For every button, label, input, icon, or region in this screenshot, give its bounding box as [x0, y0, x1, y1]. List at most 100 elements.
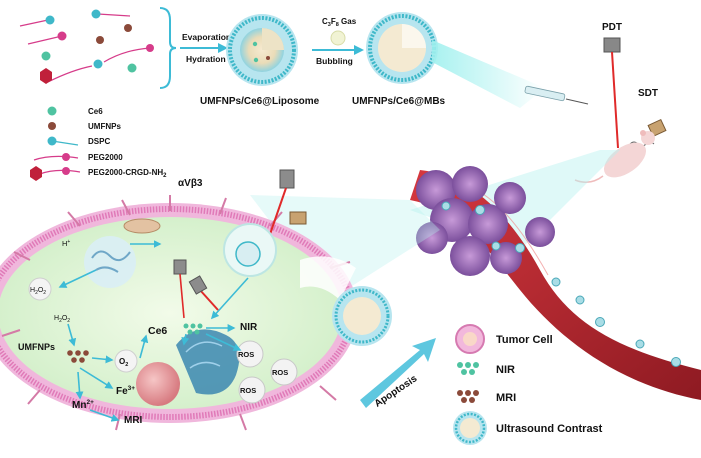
svg-text:H2O2: H2O2 — [54, 315, 70, 324]
mouse-icon — [574, 130, 655, 183]
ros-bubble-3 — [270, 358, 298, 386]
step-evaporation-label: Evaporation — [182, 32, 231, 42]
o2-sub: 2 — [125, 362, 128, 368]
reaction-arrows — [58, 269, 249, 422]
cell-laser-icon-2 — [188, 275, 208, 295]
fe-main: Fe — [116, 386, 128, 397]
legend-swatch-peg-crgd — [30, 166, 42, 181]
svg-text:O2: O2 — [119, 357, 128, 368]
syringe-icon — [524, 85, 589, 105]
key-ultrasound-label: Ultrasound Contrast — [496, 423, 603, 435]
svg-text:H+: H+ — [62, 239, 70, 248]
h2o2-b-o: O — [62, 315, 68, 322]
liposome-label: UMFNPs/Ce6@Liposome — [200, 96, 320, 107]
sdt-label: SDT — [638, 88, 658, 99]
h-plus-sup: + — [67, 239, 70, 245]
ce6-dots — [183, 323, 203, 335]
endoplasmic-reticulum — [176, 329, 240, 395]
nucleus — [136, 362, 180, 406]
lysosome — [84, 236, 136, 288]
legend-swatch-dspc — [47, 136, 57, 146]
group-bracket — [159, 7, 177, 89]
cell-umfnps-label: UMFNPs — [18, 342, 55, 352]
injection-beam — [432, 40, 545, 108]
key-tumor-cell — [455, 324, 485, 354]
liposome-particle — [226, 14, 298, 86]
gas-sub-8: 8 — [336, 22, 339, 28]
h2o2-a-s2: 2 — [43, 290, 46, 296]
integrin-label: αVβ3 — [178, 178, 203, 189]
legend-label-ce6: Ce6 — [88, 107, 103, 116]
legend-label-umfnps: UMFNPs — [88, 122, 121, 131]
h-plus-main: H — [62, 239, 67, 248]
gas-sub-3: 3 — [328, 22, 331, 28]
sdt-transducer-icon — [647, 118, 667, 138]
microbubble-particle — [366, 12, 438, 84]
cell-ce6-label: Ce6 — [148, 325, 167, 337]
entering-microbubble — [332, 286, 392, 346]
key-tumor-cell-label: Tumor Cell — [496, 334, 553, 346]
legend-label-peg2000: PEG2000 — [88, 153, 123, 162]
cell-transducer-icon — [289, 211, 307, 225]
cell-laser-beam — [267, 187, 287, 241]
cell-laser-icon-3 — [173, 259, 187, 275]
step-hydration-label: Hydration — [186, 54, 226, 64]
fe-sup: 3+ — [128, 385, 136, 392]
cell-laser-beam-2 — [199, 289, 219, 311]
tumor-cluster — [416, 166, 555, 276]
gas-f: F — [331, 17, 336, 26]
circulating-microbubbles — [441, 201, 681, 367]
mitochondrion — [123, 218, 161, 234]
pdt-laser-icon — [603, 37, 621, 53]
legend-swatch-peg2000 — [62, 153, 70, 161]
svg-text:C3F8 Gas: C3F8 Gas — [322, 17, 357, 28]
legend-swatch-umfnps — [48, 122, 56, 130]
microbubble-label: UMFNPs/Ce6@MBs — [352, 96, 446, 107]
legend-label-peg-crgd-sub: 2 — [163, 173, 167, 179]
pdt-label: PDT — [602, 22, 622, 33]
svg-text:PEG2000-CRGD-NH2: PEG2000-CRGD-NH2 — [88, 168, 167, 179]
ingredient-mixture — [19, 9, 154, 84]
pdt-beam — [611, 51, 619, 149]
gas-c: C — [322, 17, 328, 26]
mn-main: Mn — [72, 400, 86, 411]
h2o2-a-s1: 2 — [35, 290, 38, 296]
mn-sup: 2+ — [86, 399, 94, 406]
o2-bubble — [114, 349, 138, 373]
key-nir-dots — [457, 362, 479, 375]
ros-label-3: ROS — [272, 368, 288, 377]
h2o2-a-o: O — [38, 287, 44, 294]
legend-label-peg-crgd: PEG2000-CRGD-NH — [88, 168, 163, 177]
gas-bubble-icon — [330, 30, 346, 46]
cell-laser-icon — [279, 169, 295, 189]
endocytosis-pocket — [300, 256, 356, 300]
cell-mri-label: MRI — [124, 415, 143, 426]
key-mri-label: MRI — [496, 392, 516, 404]
key-mri-dots — [457, 390, 479, 403]
h2o2-b-h: H — [54, 315, 59, 322]
legend-swatch-ce6 — [47, 106, 57, 116]
ros-label-2: ROS — [240, 386, 256, 395]
ros-bubble-2 — [238, 376, 266, 404]
legend: Ce6 UMFNPs DSPC PEG2000 PEG2000-CRGD-NH2 — [30, 106, 167, 181]
h2o2-b-s1: 2 — [59, 318, 62, 324]
svg-text:Mn2+: Mn2+ — [72, 399, 94, 411]
ros-label-1: ROS — [238, 350, 254, 359]
key-nir-label: NIR — [496, 364, 515, 376]
umfnps-dots — [67, 350, 89, 363]
h2o2-a-h: H — [30, 287, 35, 294]
step-bubbling-label: Bubbling — [316, 56, 353, 66]
h2o2-b-s2: 2 — [67, 318, 70, 324]
svg-text:Fe3+: Fe3+ — [116, 385, 135, 397]
cell-nir-label: NIR — [240, 322, 258, 333]
legend-label-dspc: DSPC — [88, 137, 110, 146]
ros-bubble-1 — [236, 340, 264, 368]
h2o2-bubble — [28, 277, 52, 301]
key-ultrasound-bubble — [453, 411, 487, 445]
apoptosis-arrow — [360, 338, 436, 408]
svg-text:H2O2: H2O2 — [30, 287, 46, 296]
gas-word: Gas — [339, 17, 357, 26]
o2-main: O — [119, 357, 125, 366]
